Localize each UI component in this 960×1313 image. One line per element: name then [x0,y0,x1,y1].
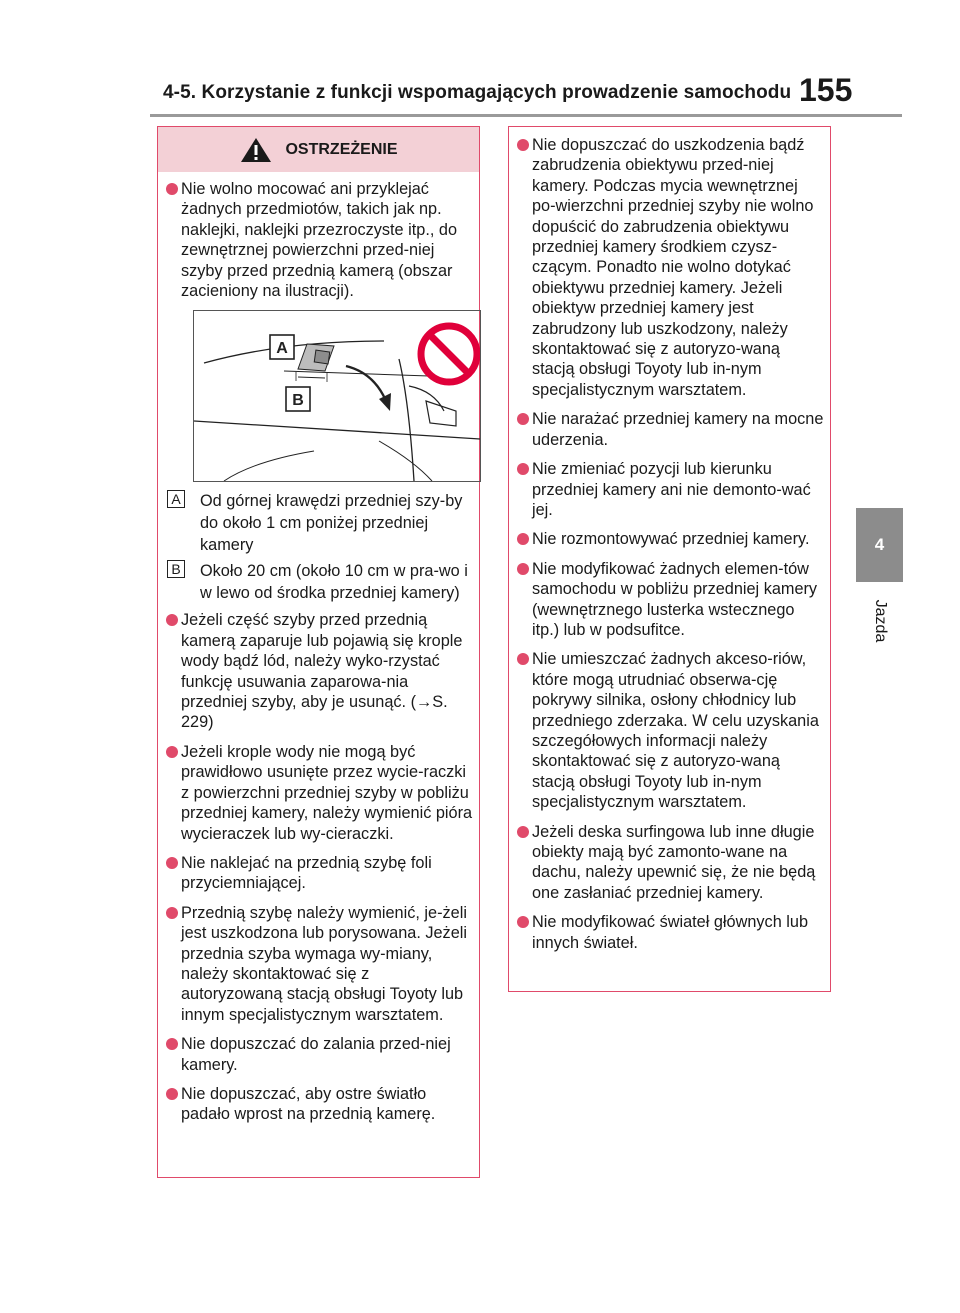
item-text: Nie dopuszczać do zalania przed-niej kam… [181,1035,451,1074]
item-text: Nie dopuszczać do uszkodzenia bądź zabru… [532,136,814,399]
bullet-icon [517,413,529,426]
warning-heading: OSTRZEŻENIE [285,140,398,158]
chapter-label: Jazda [866,598,894,648]
list-item: Jeżeli deska surfingowa lub inne długie … [517,822,824,904]
list-item: Nie narażać przedniej kamery na mocne ud… [517,409,824,450]
warning-content-left: Nie wolno mocować ani przyklejać żadnych… [158,172,481,1125]
bullet-icon [166,1038,178,1051]
chapter-label-text: Jazda [872,599,889,643]
prohibition-icon [417,322,480,386]
bullet-icon [166,183,178,195]
list-item: Nie zmieniać pozycji lub kierunku przedn… [517,459,824,520]
chapter-tab[interactable]: 4 [856,508,903,582]
list-item: Nie wolno mocować ani przyklejać żadnych… [166,179,473,301]
item-text: Nie modyfikować świateł głównych lub inn… [532,913,808,952]
list-item: Przednią szybę należy wymienić, je-żeli … [166,903,473,1025]
warning-header: OSTRZEŻENIE [158,127,479,172]
list-item: Nie dopuszczać do zalania przed-niej kam… [166,1034,473,1075]
page-header-title: 4-5. Korzystanie z funkcji wspomagającyc… [163,82,792,103]
item-text: Nie dopuszczać, aby ostre światło padało… [181,1084,436,1124]
item-text: Nie naklejać na przednią szybę foli przy… [181,853,432,893]
item-text: Jeżeli część szyby przed przednią kamerą… [181,611,463,732]
list-item: Nie modyfikować żadnych elemen-tów samoc… [517,559,824,641]
definition-a: A Od górnej krawędzi przedniej szy-by do… [167,490,473,556]
bullet-icon [166,614,178,627]
bullet-icon [517,139,529,151]
bullet-icon [517,825,529,838]
item-text: Nie narażać przedniej kamery na mocne ud… [532,410,824,449]
item-text: Nie wolno mocować ani przyklejać żadnych… [181,180,457,301]
figure-label-b: B [292,392,304,409]
warning-content-right: Nie dopuszczać do uszkodzenia bądź zabru… [509,127,830,953]
bullet-icon [517,463,529,476]
warning-list-left: Jeżeli część szyby przed przednią kamerą… [166,610,473,1125]
item-text: Nie umieszczać żadnych akceso-riów, któr… [532,650,819,812]
list-item: Nie umieszczać żadnych akceso-riów, któr… [517,649,824,812]
page-number: 155 [799,72,853,108]
definition-text: Od górnej krawędzi przedniej szy-by do o… [200,492,463,555]
warning-box-right: Nie dopuszczać do uszkodzenia bądź zabru… [508,126,831,992]
item-text: Nie rozmontowywać przedniej kamery. [532,530,810,549]
item-text: Nie modyfikować żadnych elemen-tów samoc… [532,559,818,639]
item-text: Przednią szybę należy wymienić, je-żeli … [181,903,467,1024]
definition-letter: A [167,490,185,509]
item-text: Jeżeli deska surfingowa lub inne długie … [532,822,816,902]
windshield-drawing: A B [194,322,480,482]
bullet-icon [517,653,529,666]
bullet-icon [166,856,178,869]
warning-triangle-icon [241,137,272,162]
definition-letter: B [167,560,185,579]
item-text: Nie zmieniać pozycji lub kierunku przedn… [532,460,811,519]
list-item: Nie rozmontowywać przedniej kamery. [517,529,824,549]
bullet-icon [166,1087,178,1100]
camera-area-illustration: A B [193,310,481,483]
definition-text: Około 20 cm (około 10 cm w pra-wo i w le… [200,562,468,603]
bullet-icon [166,906,178,919]
bullet-icon [517,533,529,546]
definition-b: B Około 20 cm (około 10 cm w pra-wo i w … [167,560,473,604]
list-item: Jeżeli część szyby przed przednią kamerą… [166,610,473,732]
figure-label-a: A [276,340,288,357]
list-item: Nie modyfikować świateł głównych lub inn… [517,912,824,953]
item-text: Jeżeli krople wody nie mogą być prawidło… [181,742,473,843]
list-item: Nie dopuszczać do uszkodzenia bądź zabru… [517,135,824,400]
header-divider [150,114,902,117]
list-item: Nie naklejać na przednią szybę foli przy… [166,853,473,894]
list-item: Nie dopuszczać, aby ostre światło padało… [166,1084,473,1125]
list-item: Jeżeli krople wody nie mogą być prawidło… [166,742,473,844]
bullet-icon [517,916,529,929]
warning-box-left: OSTRZEŻENIE Nie wolno mocować ani przykl… [157,126,481,1178]
bullet-icon [166,745,178,758]
bullet-icon [517,562,529,575]
